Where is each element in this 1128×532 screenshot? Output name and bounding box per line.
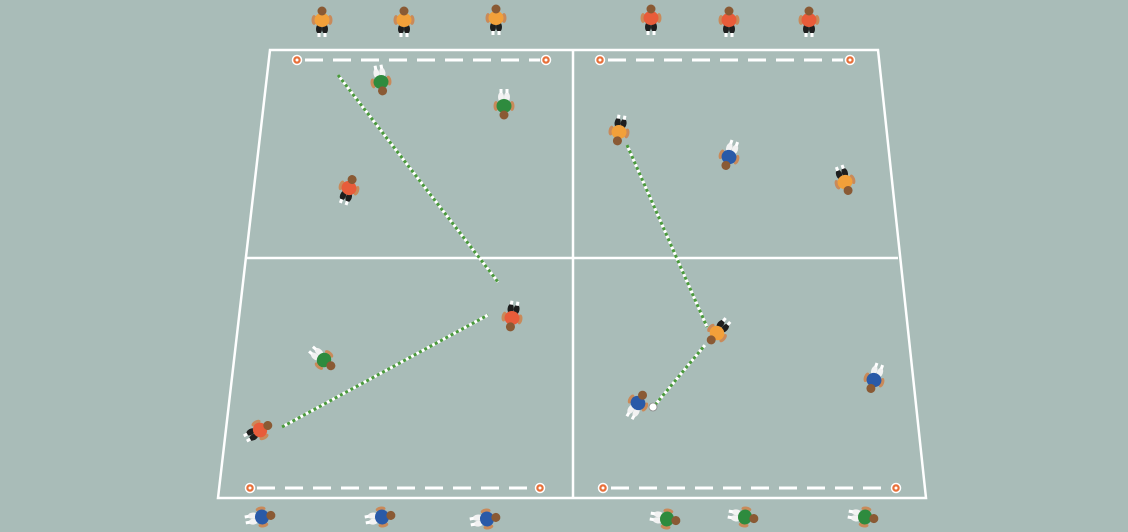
cone [536, 484, 545, 493]
cone [892, 484, 901, 493]
cone [542, 56, 551, 65]
cone [293, 56, 302, 65]
cone [246, 484, 255, 493]
cone [846, 56, 855, 65]
cone [599, 484, 608, 493]
ball [649, 403, 657, 411]
cone [596, 56, 605, 65]
